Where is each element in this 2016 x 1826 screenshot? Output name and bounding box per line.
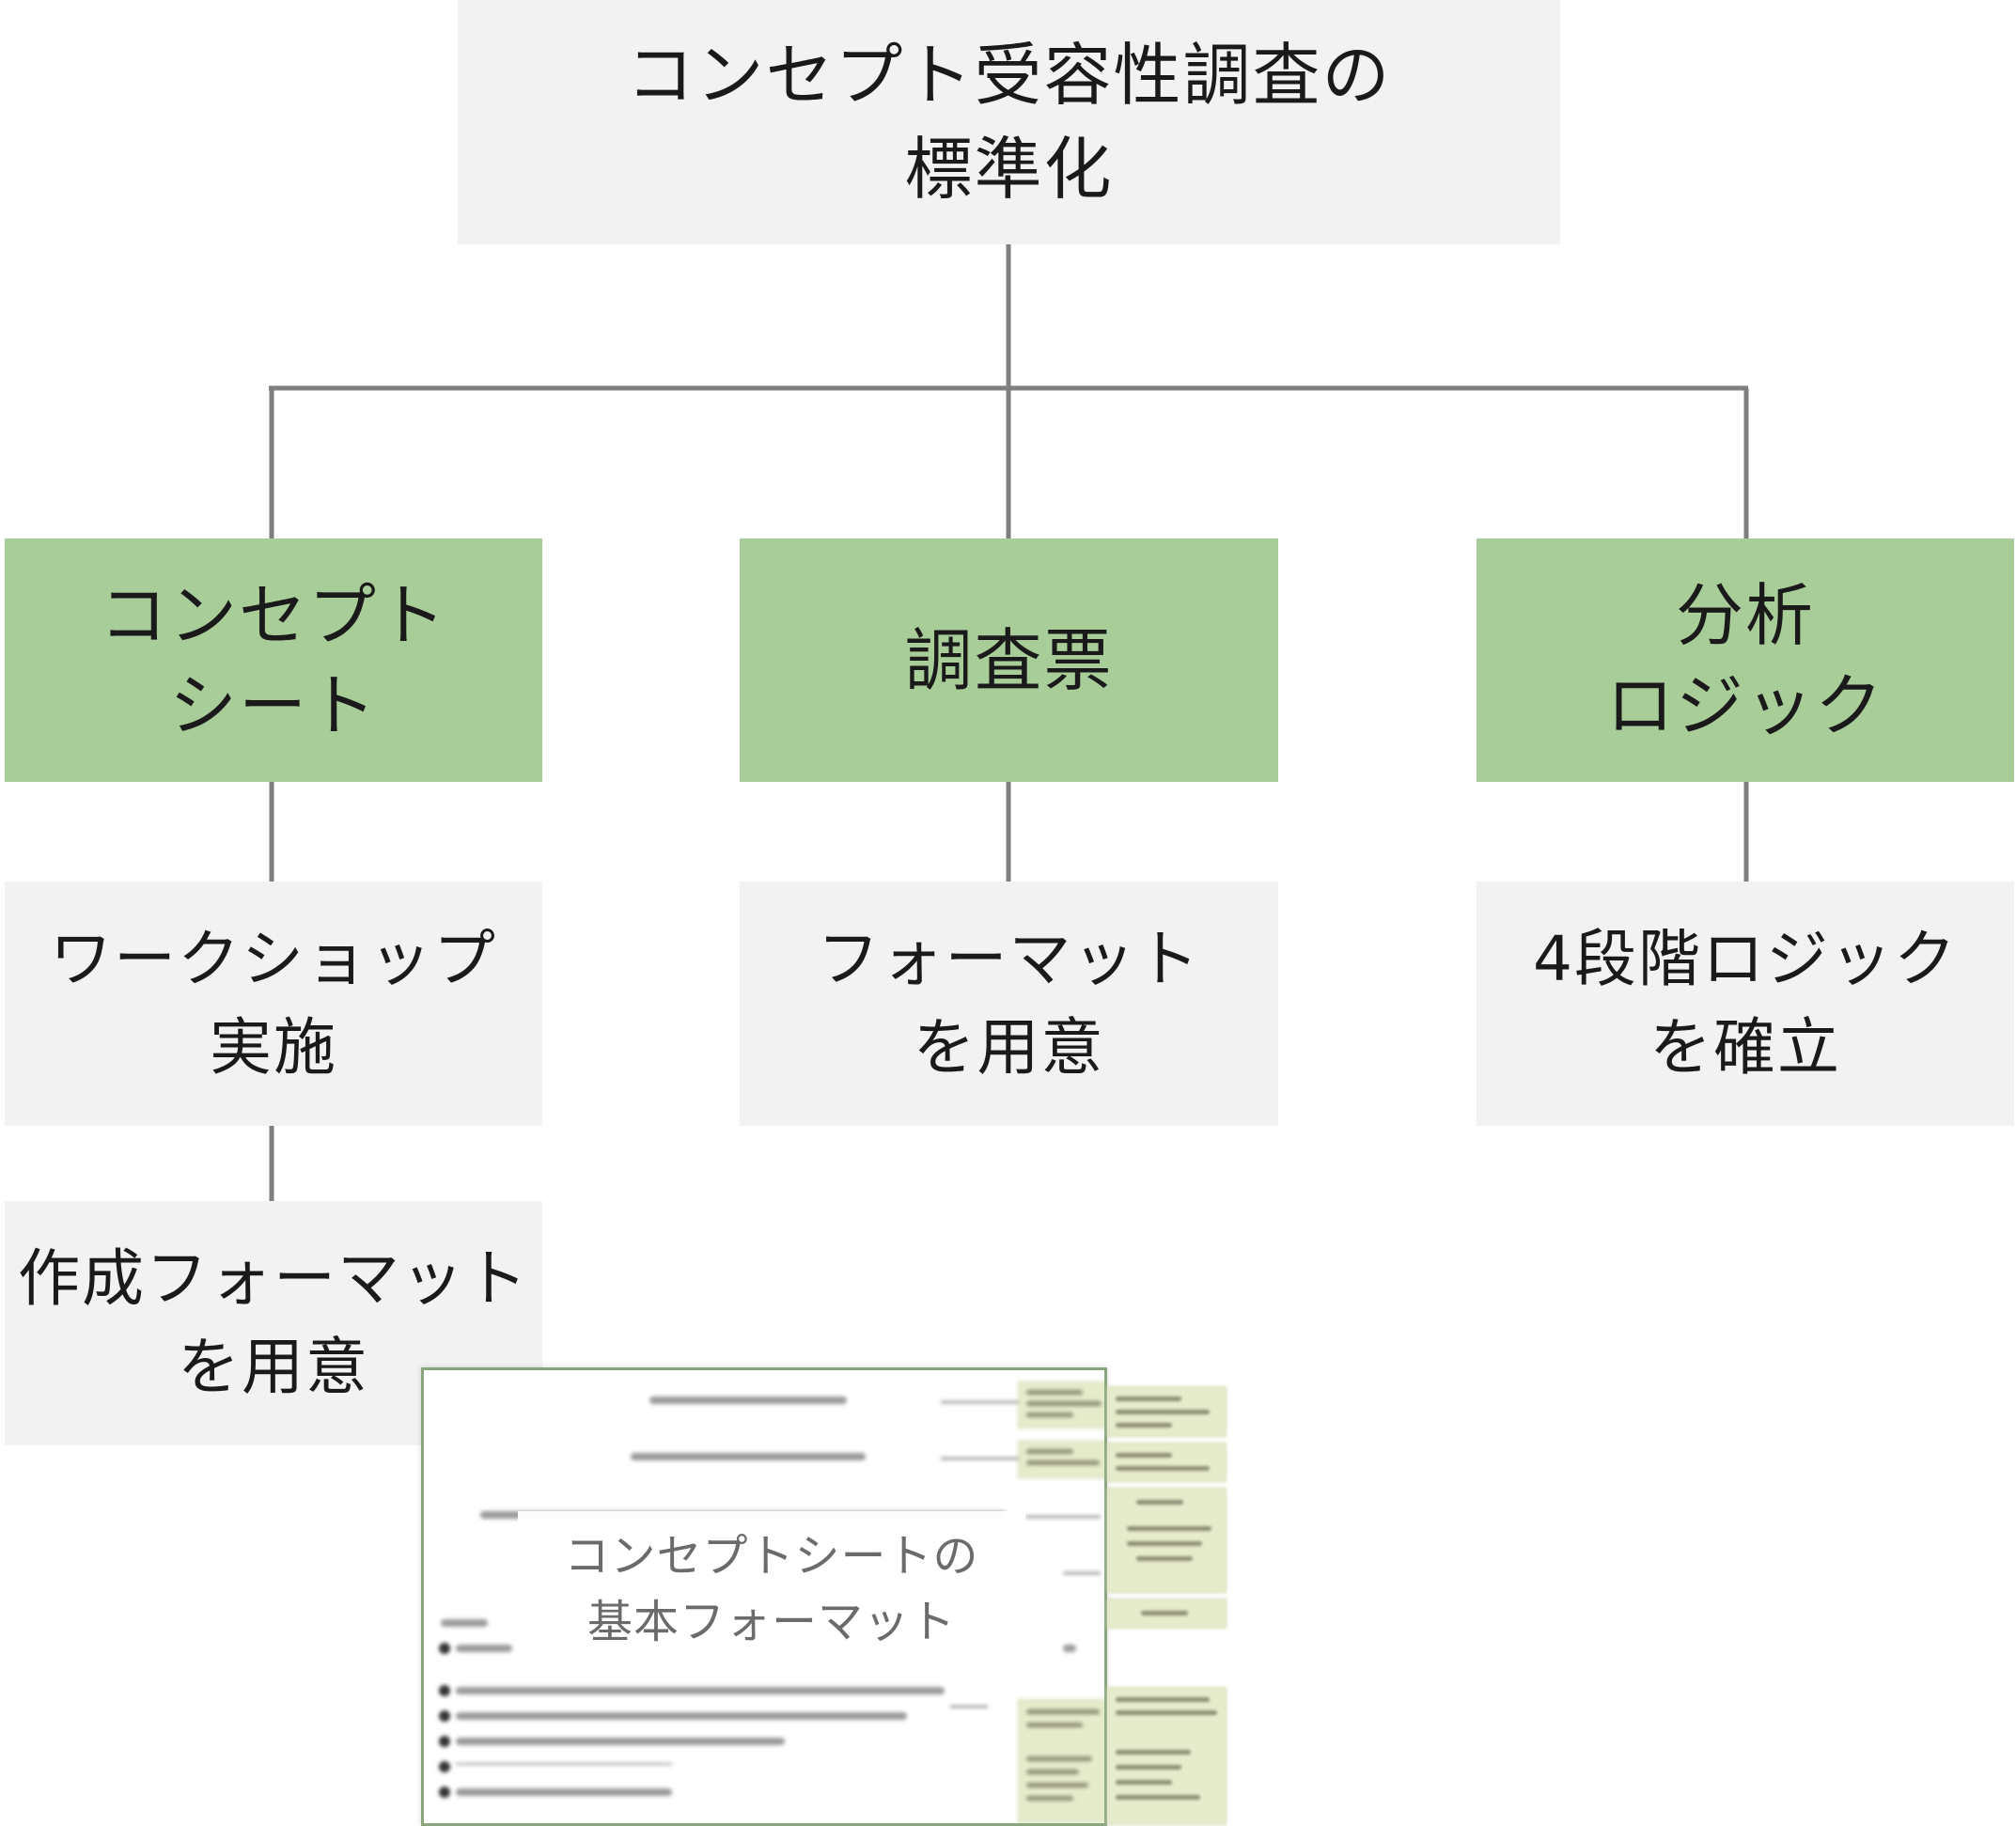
root-node-label: コンセプト受容性調査の 標準化 <box>626 36 1392 209</box>
branch-node-analysis-logic: 分析 ロジック <box>1477 538 2014 782</box>
branch-node-concept-sheet: コンセプト シート <box>5 538 542 782</box>
branch-node-label: 分析 ロジック <box>1605 575 1884 745</box>
concept-sheet-thumbnail: コンセプトシートの 基本フォーマット <box>421 1367 1107 1826</box>
branch-node-survey: 調査票 <box>740 538 1278 782</box>
detail-node-four-stage-logic: 4段階ロジック を確立 <box>1477 882 2014 1126</box>
detail-node-label: ワークショップ 実施 <box>50 923 497 1084</box>
thumbnail-side-notes <box>1107 1367 1229 1826</box>
detail-node-label: 作成フォーマット を用意 <box>18 1242 529 1403</box>
detail-node-workshop: ワークショップ 実施 <box>5 882 542 1126</box>
root-node: コンセプト受容性調査の 標準化 <box>458 0 1560 244</box>
thumbnail-caption: コンセプトシートの 基本フォーマット <box>518 1511 1025 1666</box>
detail-node-label: 4段階ロジック を確立 <box>1533 923 1958 1084</box>
detail-node-survey-format: フォーマット を用意 <box>740 882 1278 1126</box>
branch-node-label: 調査票 <box>904 620 1114 700</box>
branch-node-label: コンセプト シート <box>99 575 447 745</box>
thumbnail-blurred-content <box>424 1370 1104 1823</box>
detail-node-label: フォーマット を用意 <box>817 923 1201 1084</box>
